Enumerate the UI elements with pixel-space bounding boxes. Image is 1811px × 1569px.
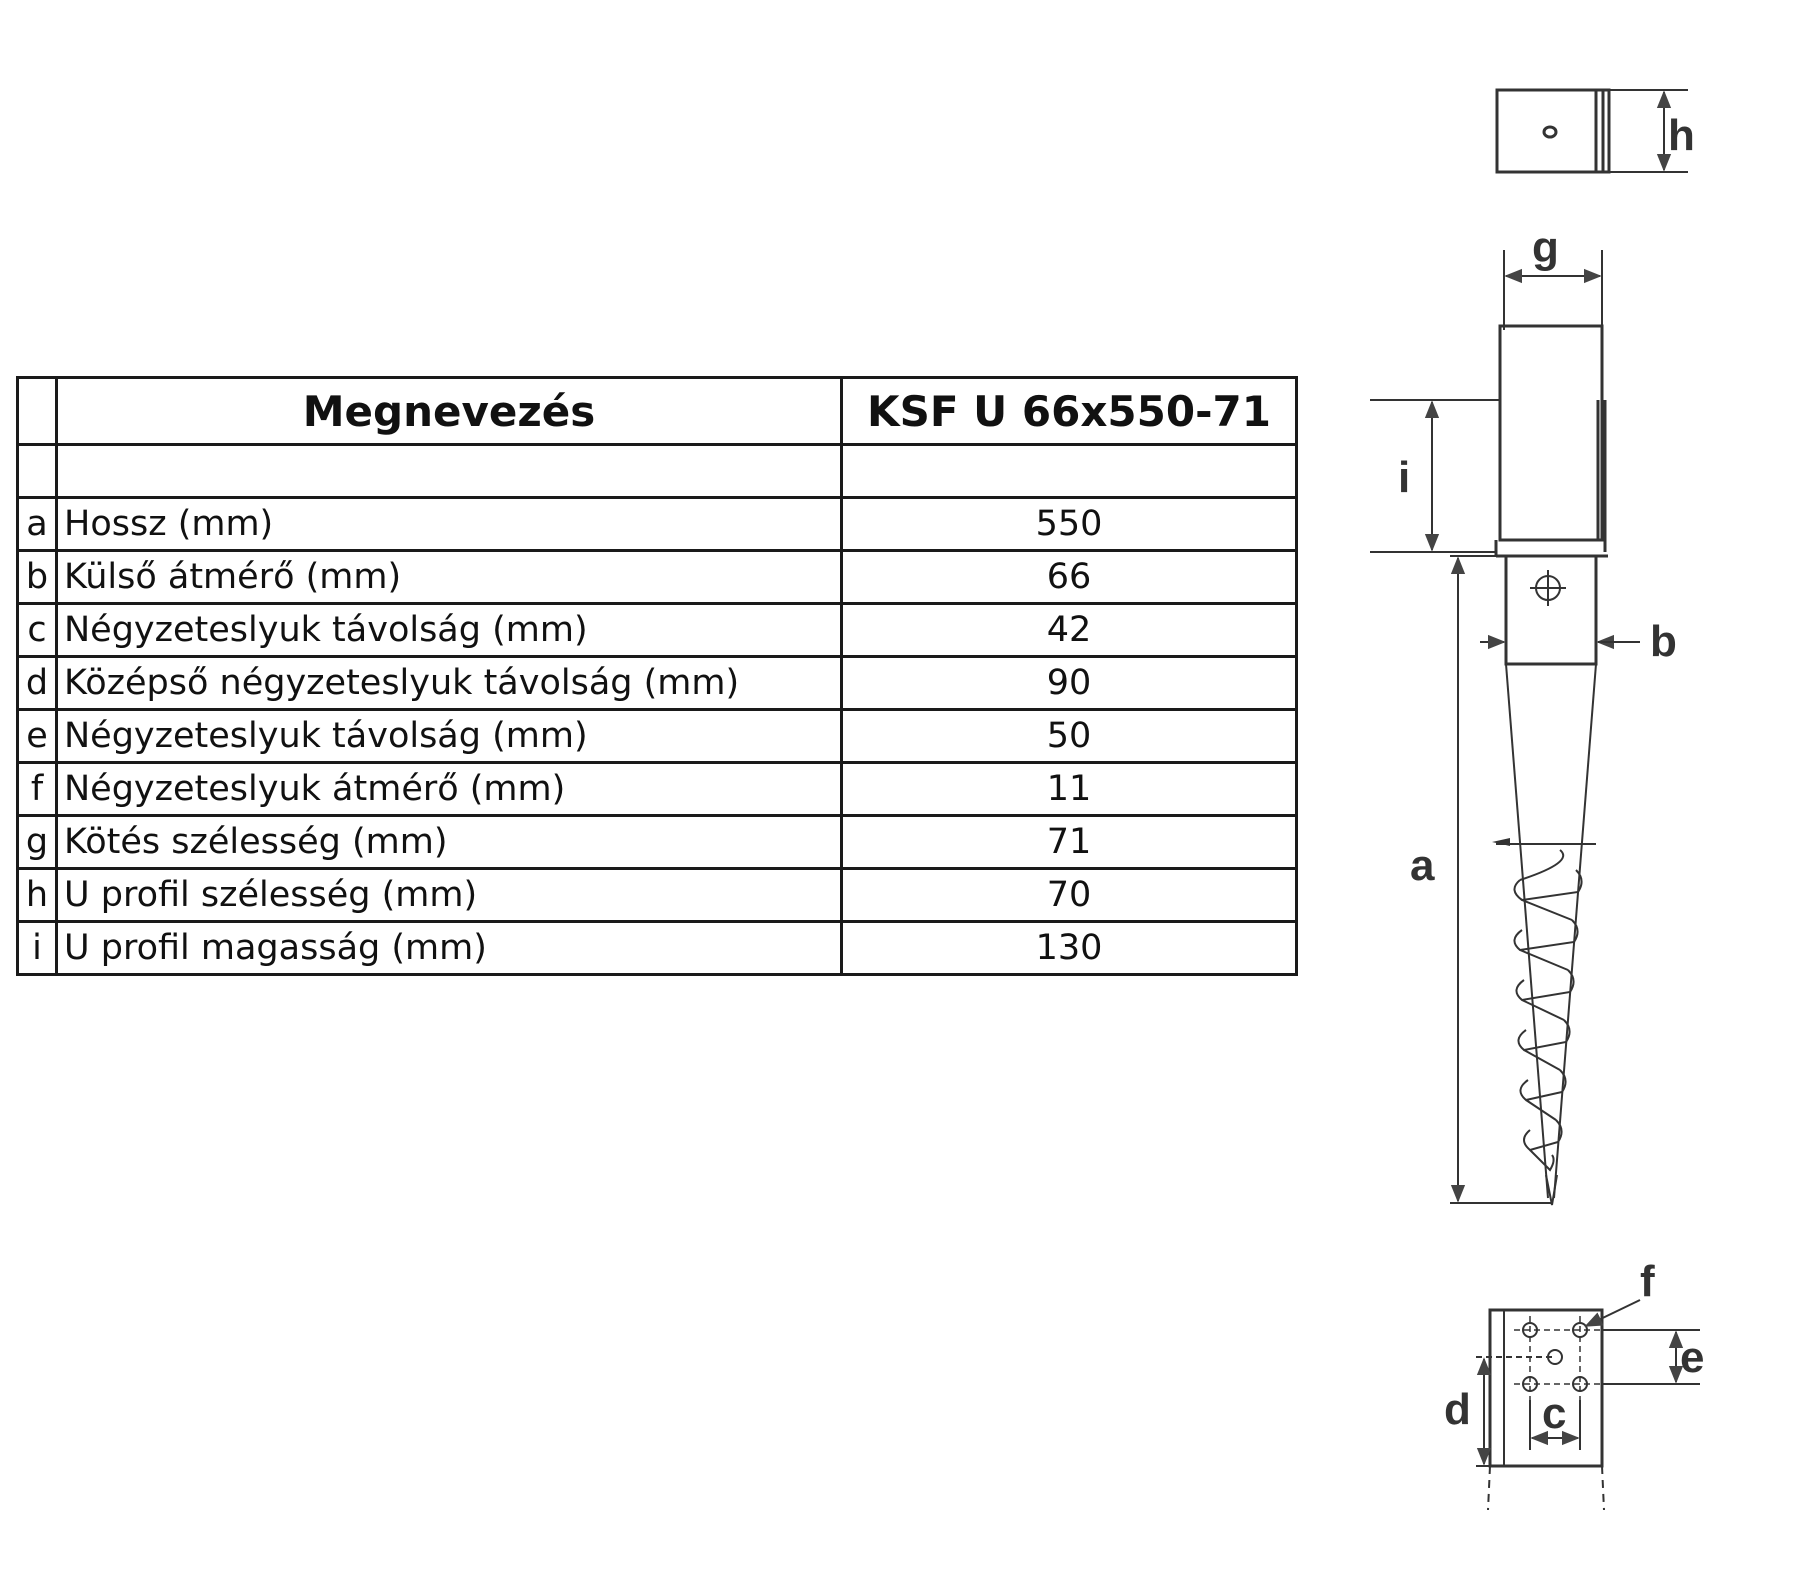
row-value: 42 xyxy=(840,602,1298,658)
dim-label-h: h xyxy=(1668,111,1695,160)
ground-screw-drawing: h g xyxy=(1370,88,1704,1511)
row-key: d xyxy=(16,655,58,711)
screw-side-view xyxy=(1492,324,1608,1206)
dim-label-f: f xyxy=(1640,1257,1655,1306)
row-key: i xyxy=(16,920,58,976)
header-key-cell xyxy=(16,376,58,446)
row-name: Külső átmérő (mm) xyxy=(55,549,843,605)
row-key: f xyxy=(16,761,58,817)
dim-c xyxy=(1529,1400,1581,1450)
row-key: b xyxy=(16,549,58,605)
row-name: U profil magasság (mm) xyxy=(55,920,843,976)
dim-label-b: b xyxy=(1650,617,1677,666)
dim-label-g: g xyxy=(1532,223,1559,272)
table-header-row: Megnevezés KSF U 66x550-71 xyxy=(16,376,1298,446)
spec-table-body: Megnevezés KSF U 66x550-71 a Hossz (mm) … xyxy=(16,376,1298,976)
table-row: g Kötés szélesség (mm) 71 xyxy=(16,814,1298,870)
dim-label-c: c xyxy=(1542,1389,1566,1438)
table-row: e Négyzeteslyuk távolság (mm) 50 xyxy=(16,708,1298,764)
dim-label-e: e xyxy=(1680,1333,1704,1382)
row-name: Kötés szélesség (mm) xyxy=(55,814,843,870)
row-value: 70 xyxy=(840,867,1298,923)
row-name: Négyzeteslyuk átmérő (mm) xyxy=(55,761,843,817)
row-name: Négyzeteslyuk távolság (mm) xyxy=(55,708,843,764)
table-row: i U profil magasság (mm) 130 xyxy=(16,920,1298,976)
header-name-cell: Megnevezés xyxy=(55,376,843,446)
dim-g xyxy=(1503,250,1603,330)
u-bracket-top-view xyxy=(1495,88,1688,174)
row-value: 130 xyxy=(840,920,1298,976)
row-name: Négyzeteslyuk távolság (mm) xyxy=(55,602,843,658)
table-row: d Középső négyzeteslyuk távolság (mm) 90 xyxy=(16,655,1298,711)
dim-d xyxy=(1476,1356,1555,1467)
row-name: U profil szélesség (mm) xyxy=(55,867,843,923)
spec-table: Megnevezés KSF U 66x550-71 a Hossz (mm) … xyxy=(16,376,1298,976)
table-row: c Négyzeteslyuk távolság (mm) 42 xyxy=(16,602,1298,658)
row-key: a xyxy=(16,496,58,552)
dim-e xyxy=(1602,1329,1700,1385)
dim-label-a: a xyxy=(1410,841,1435,890)
dim-f-leader xyxy=(1584,1299,1641,1327)
table-row: b Külső átmérő (mm) 66 xyxy=(16,549,1298,605)
dim-label-i: i xyxy=(1398,453,1410,502)
row-value: 550 xyxy=(840,496,1298,552)
blank-name-cell xyxy=(55,443,843,499)
blank-value-cell xyxy=(840,443,1298,499)
row-name: Hossz (mm) xyxy=(55,496,843,552)
row-key: e xyxy=(16,708,58,764)
row-name: Középső négyzeteslyuk távolság (mm) xyxy=(55,655,843,711)
row-value: 90 xyxy=(840,655,1298,711)
row-key: h xyxy=(16,867,58,923)
header-value-cell: KSF U 66x550-71 xyxy=(840,376,1298,446)
row-value: 50 xyxy=(840,708,1298,764)
dim-i xyxy=(1370,399,1500,553)
dim-label-d: d xyxy=(1444,1385,1471,1434)
shaft-hole xyxy=(1530,570,1566,606)
table-row: f Négyzeteslyuk átmérő (mm) 11 xyxy=(16,761,1298,817)
table-row: a Hossz (mm) 550 xyxy=(16,496,1298,552)
dim-a xyxy=(1450,555,1552,1204)
row-value: 71 xyxy=(840,814,1298,870)
row-value: 66 xyxy=(840,549,1298,605)
table-row: h U profil szélesség (mm) 70 xyxy=(16,867,1298,923)
blank-key-cell xyxy=(16,443,58,499)
row-key: g xyxy=(16,814,58,870)
table-blank-row xyxy=(16,443,1298,499)
row-key: c xyxy=(16,602,58,658)
row-value: 11 xyxy=(840,761,1298,817)
